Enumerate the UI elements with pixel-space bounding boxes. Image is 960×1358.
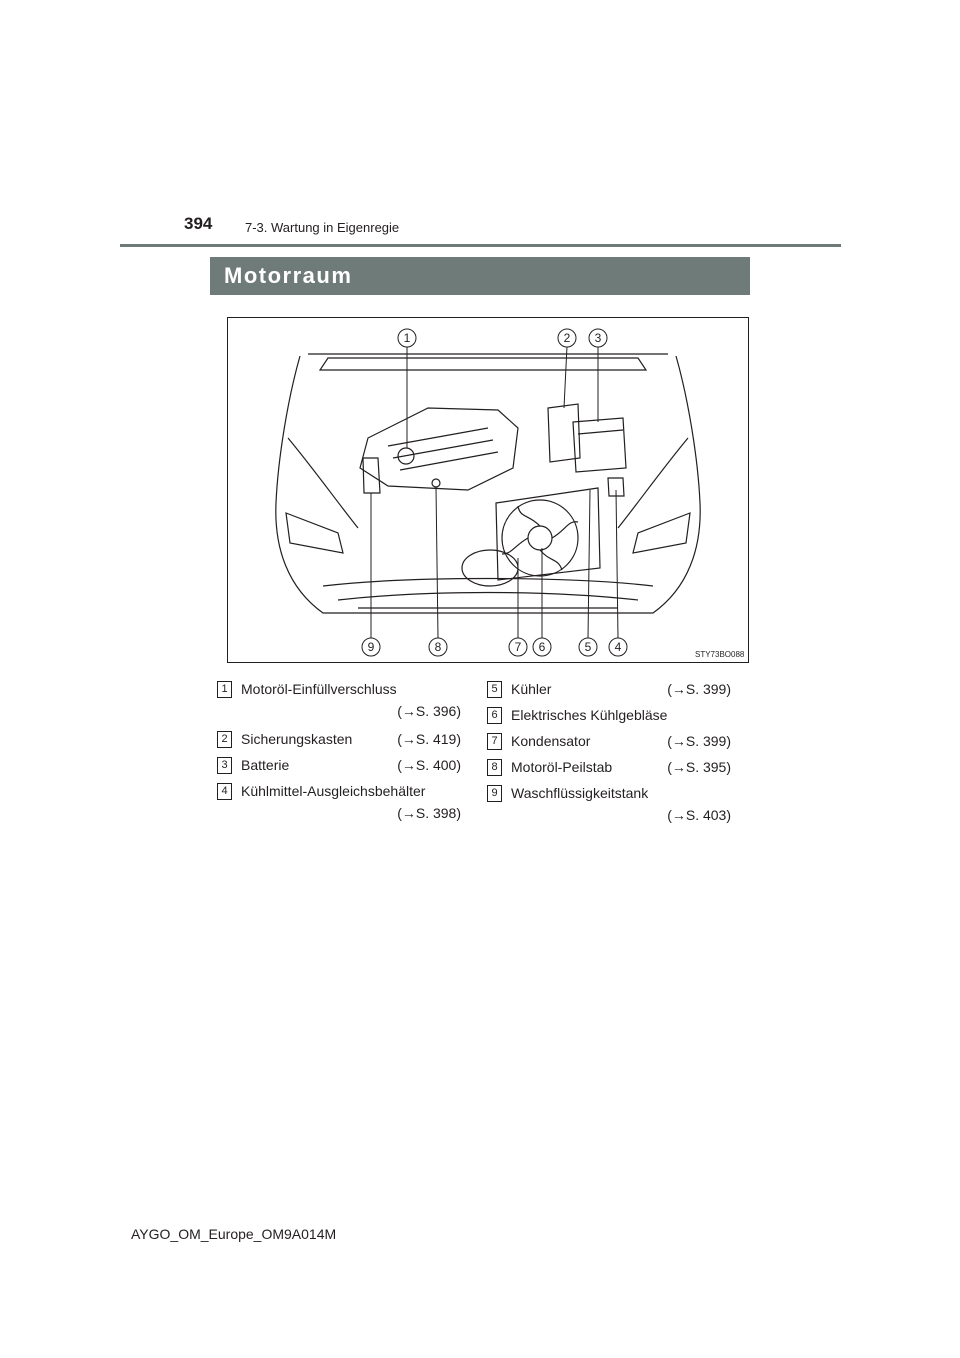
legend-item-4: 4 Kühlmittel-Ausgleichsbehälter (→S. 398… (217, 778, 467, 828)
legend-number: 6 (487, 707, 502, 724)
callout-7: 7 (509, 638, 527, 656)
legend-label: Kühler (511, 681, 551, 697)
callout-5: 5 (579, 638, 597, 656)
legend-number: 1 (217, 681, 232, 698)
legend-number: 9 (487, 785, 502, 802)
legend-label: Motoröl-Peilstab (511, 759, 612, 775)
callout-2: 2 (558, 329, 576, 347)
callout-4: 4 (609, 638, 627, 656)
figure-code: STY73BO088 (695, 650, 744, 659)
legend-item-5: 5 Kühler (→S. 399) (487, 676, 737, 702)
svg-text:5: 5 (585, 640, 592, 654)
legend-item-2: 2 Sicherungskasten (→S. 419) (217, 726, 467, 752)
legend-number: 5 (487, 681, 502, 698)
svg-text:2: 2 (564, 331, 571, 345)
legend-label: Kühlmittel-Ausgleichsbehälter (241, 778, 467, 804)
legend-label: Kondensator (511, 733, 590, 749)
legend-label: Batterie (241, 757, 289, 773)
callout-9: 9 (362, 638, 380, 656)
svg-text:9: 9 (368, 640, 375, 654)
engine-bay-illustration: 1 2 3 4 5 6 7 8 9 STY73BO088 (227, 317, 749, 663)
legend-right: 5 Kühler (→S. 399) 6 Elektrisches Kühlge… (487, 676, 737, 830)
footer-doc-id: AYGO_OM_Europe_OM9A014M (131, 1226, 336, 1242)
legend-ref: (→S. 403) (511, 804, 737, 826)
legend-ref: (→S. 396) (241, 700, 467, 722)
legend-number: 4 (217, 783, 232, 800)
legend-ref: (→S. 399) (667, 676, 731, 702)
legend-label: Waschflüssigkeitstank (511, 780, 737, 806)
legend-label: Motoröl-Einfüllverschluss (241, 676, 467, 702)
svg-text:4: 4 (615, 640, 622, 654)
legend-ref: (→S. 399) (667, 728, 731, 754)
svg-text:7: 7 (515, 640, 522, 654)
svg-text:3: 3 (595, 331, 602, 345)
legend-item-9: 9 Waschflüssigkeitstank (→S. 403) (487, 780, 737, 830)
legend-item-8: 8 Motoröl-Peilstab (→S. 395) (487, 754, 737, 780)
callout-6: 6 (533, 638, 551, 656)
legend-ref: (→S. 419) (397, 726, 461, 752)
legend-item-1: 1 Motoröl-Einfüllverschluss (→S. 396) (217, 676, 467, 726)
svg-text:1: 1 (404, 331, 411, 345)
header-rule (120, 244, 841, 247)
callout-1: 1 (398, 329, 416, 347)
legend-item-6: 6 Elektrisches Kühlgebläse (487, 702, 737, 728)
legend-number: 8 (487, 759, 502, 776)
legend-number: 2 (217, 731, 232, 748)
section-title: 7-3. Wartung in Eigenregie (245, 220, 399, 235)
title-bar: Motorraum (210, 257, 750, 295)
callout-8: 8 (429, 638, 447, 656)
legend-ref: (→S. 400) (397, 752, 461, 778)
svg-text:6: 6 (539, 640, 546, 654)
legend-label: Elektrisches Kühlgebläse (511, 707, 667, 723)
legend-item-3: 3 Batterie (→S. 400) (217, 752, 467, 778)
legend-number: 3 (217, 757, 232, 774)
page-number: 394 (184, 214, 212, 234)
callout-3: 3 (589, 329, 607, 347)
svg-text:8: 8 (435, 640, 442, 654)
legend-ref: (→S. 395) (667, 754, 731, 780)
legend-ref: (→S. 398) (241, 802, 467, 824)
legend-left: 1 Motoröl-Einfüllverschluss (→S. 396) 2 … (217, 676, 467, 828)
legend-number: 7 (487, 733, 502, 750)
legend-label: Sicherungskasten (241, 731, 352, 747)
engine-bay-drawing: 1 2 3 4 5 6 7 8 9 (228, 318, 749, 663)
legend-item-7: 7 Kondensator (→S. 399) (487, 728, 737, 754)
page-title: Motorraum (224, 263, 352, 289)
